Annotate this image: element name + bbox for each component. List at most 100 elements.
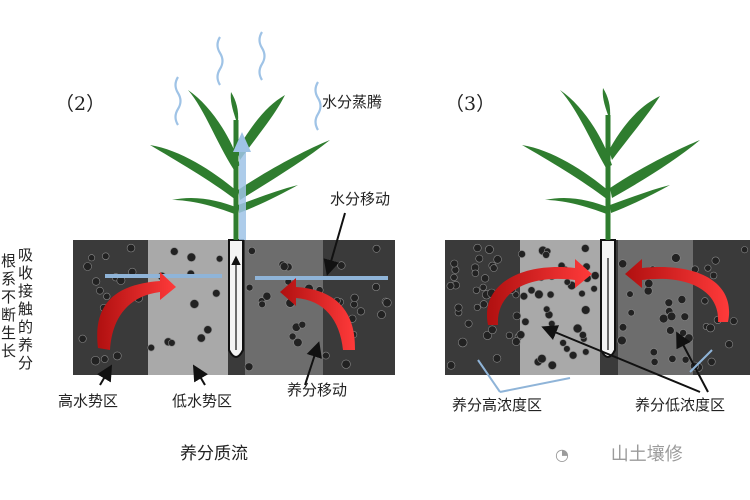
soil-particle	[681, 355, 690, 364]
soil-particle	[337, 261, 346, 270]
panel-caption-left: 养分质流	[180, 444, 248, 464]
soil-particle	[706, 323, 715, 333]
soil-particle	[707, 357, 716, 366]
soil-particle	[671, 253, 681, 263]
plant-right	[522, 88, 700, 240]
high-water-label: 高水势区	[58, 392, 119, 410]
soil-particle	[454, 303, 463, 312]
soil-particle	[481, 274, 490, 283]
soil-particle	[244, 362, 254, 372]
soil-particle	[475, 254, 484, 263]
soil-particle	[511, 337, 521, 346]
soil-particle	[90, 356, 101, 366]
soil-particle	[542, 251, 550, 259]
soil-particle	[78, 334, 87, 343]
soil-particle	[446, 281, 455, 290]
soil-particle	[170, 247, 179, 256]
soil-particle	[563, 278, 571, 286]
nutrient-move-label: 养分移动	[287, 381, 348, 399]
soil-particle	[189, 299, 200, 309]
soil-particle	[704, 264, 712, 272]
soil-particle	[247, 246, 256, 255]
pointer-lines-right-light	[477, 349, 713, 393]
side-text-col1: 吸收接触的养分	[18, 246, 34, 372]
soil-particle	[288, 332, 297, 341]
soil-particle	[479, 283, 487, 292]
soil-particle	[559, 339, 567, 347]
soil-particle	[350, 293, 359, 303]
soil-particle	[479, 300, 488, 309]
soil-particle	[103, 292, 111, 301]
soil-particle	[581, 305, 591, 315]
soil-particle	[650, 357, 659, 366]
transpiration-arrow	[233, 132, 251, 240]
soil-particle	[147, 344, 155, 352]
soil-particle	[458, 337, 468, 348]
soil-particle	[505, 331, 514, 340]
soil-particle	[729, 317, 738, 325]
soil-particle	[279, 262, 289, 271]
soil-particle	[546, 290, 555, 299]
soil-particle	[168, 339, 176, 347]
soil-particle	[322, 351, 330, 360]
soil-particle	[473, 243, 482, 253]
soil-particle	[203, 325, 213, 335]
wechat-icon: ◔	[555, 445, 569, 464]
soil-particle	[382, 298, 392, 308]
soil-particle	[579, 331, 587, 339]
soil-particle	[262, 291, 272, 301]
soil-particle	[521, 317, 530, 326]
soil-particle	[91, 277, 101, 286]
soil-particle	[572, 323, 583, 334]
soil-particle	[482, 330, 492, 340]
soil-particle	[649, 348, 658, 357]
soil-particle	[563, 345, 571, 353]
soil-particle	[473, 303, 481, 311]
panel-number-left: （2）	[55, 93, 106, 115]
soil-particle	[582, 348, 590, 356]
soil-particle	[450, 259, 459, 268]
soil-particle	[547, 360, 557, 370]
soil-particles-right	[446, 243, 749, 372]
soil-particle	[516, 330, 526, 340]
soil-particle	[701, 297, 709, 305]
soil-particle	[666, 311, 677, 322]
low-water-label: 低水势区	[172, 392, 233, 410]
watermark-text: 山土壤修	[610, 444, 683, 465]
soil-particle	[293, 337, 303, 348]
soil-particle	[537, 354, 547, 364]
soil-particle	[489, 264, 498, 272]
evaporation-label: 水分蒸腾	[322, 93, 383, 111]
soil-particle	[617, 335, 627, 346]
pointer-lines-right	[541, 325, 709, 393]
soil-particle	[680, 312, 689, 321]
soil-particle	[377, 310, 386, 319]
soil-particle	[512, 311, 522, 321]
soil-particle	[341, 359, 351, 369]
nutrient-flow-arrows-right	[486, 259, 730, 325]
soil-particle	[186, 252, 196, 262]
soil-particle	[666, 326, 675, 335]
soil-particle	[113, 351, 122, 361]
soil-particle	[216, 255, 224, 263]
soil-particle	[493, 255, 502, 264]
soil-particle	[534, 289, 544, 300]
soil-particle	[618, 259, 628, 269]
soil-particle	[196, 333, 206, 343]
soil-particle	[543, 305, 551, 313]
panel-number-right: （3）	[445, 93, 496, 115]
soil-particle	[618, 323, 628, 332]
root-right	[600, 239, 616, 358]
soil-particle	[512, 291, 520, 299]
soil-particle	[212, 289, 221, 298]
soil-particle	[472, 286, 481, 294]
pointer-lines-left	[97, 212, 346, 386]
water-move-label: 水分移动	[330, 190, 391, 208]
soil-particle	[627, 309, 635, 317]
soil-particle	[471, 269, 480, 277]
soil-particle	[725, 340, 734, 349]
soil-particle	[245, 283, 254, 292]
soil-particle	[590, 285, 598, 293]
